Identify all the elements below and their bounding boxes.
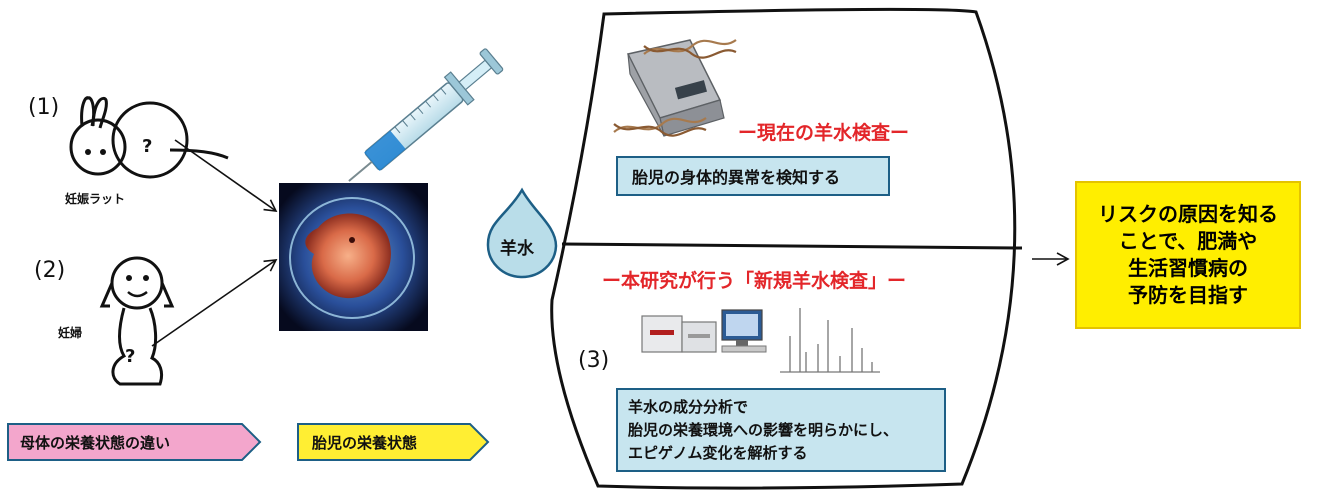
embryo-body: [305, 213, 391, 299]
embryo-sac: [289, 197, 415, 319]
woman-question-mark: ?: [125, 346, 136, 367]
lower-box-line-3: エピゲノム変化を解析する: [628, 444, 808, 462]
upper-box: 胎児の身体的異常を検知する: [616, 156, 890, 196]
lab-computer: [721, 309, 767, 353]
fetal-tag-label: 胎児の栄養状態: [312, 434, 418, 452]
woman-caption: 妊婦: [58, 326, 83, 340]
maternal-tag-shape: [7, 423, 262, 461]
dna-helix-bottom: [613, 117, 707, 137]
lower-box: 羊水の成分分析で 胎児の栄養環境への影響を明らかにし、 エピゲノム変化を解析する: [616, 388, 946, 472]
lower-box-line-1: 羊水の成分分析で: [628, 398, 749, 416]
woman-arrow: [151, 259, 278, 347]
pcr-machine: [626, 39, 725, 137]
rat-question-mark: ?: [142, 136, 153, 157]
rat-eyes: [85, 149, 106, 155]
lower-box-line-2: 胎児の栄養環境への影響を明らかにし、: [628, 421, 899, 439]
conclusion-line-1: リスクの原因を知る: [1098, 202, 1278, 226]
upper-title: ー現在の羊水検査ー: [738, 122, 910, 144]
chromatogram: [780, 308, 880, 373]
fetal-tag-shape: [297, 423, 490, 461]
woman-number: (2): [34, 258, 66, 283]
lens-outline: [550, 7, 1017, 490]
woman-smile: [127, 290, 148, 298]
conclusion-line-2: ことで、肥満や: [1118, 229, 1258, 253]
rat-caption: 妊娠ラット: [65, 192, 126, 206]
conclusion-line-3: 生活習慣病の: [1128, 256, 1248, 280]
center-line: [561, 242, 1023, 250]
conclusion-line-4: 予防を目指す: [1128, 283, 1248, 307]
woman-drawing: [99, 256, 175, 386]
syringe: [348, 48, 504, 182]
rat-number: (1): [28, 95, 60, 120]
dna-helix-top: [643, 39, 737, 59]
lower-number: (3): [578, 348, 610, 373]
rat-drawing: [69, 96, 229, 179]
conclusion-box: リスクの原因を知る ことで、肥満や 生活習慣病の 予防を目指す: [1075, 181, 1301, 329]
woman-face: [126, 275, 149, 281]
droplet-label: 羊水: [500, 239, 534, 259]
maternal-tag-label: 母体の栄養状態の違い: [20, 434, 171, 452]
lab-analyzer: [641, 315, 717, 353]
amniotic-droplet: [486, 187, 558, 279]
lower-title: ー本研究が行う「新規羊水検査」ー: [602, 270, 907, 292]
upper-box-text: 胎児の身体的異常を検知する: [632, 168, 841, 187]
